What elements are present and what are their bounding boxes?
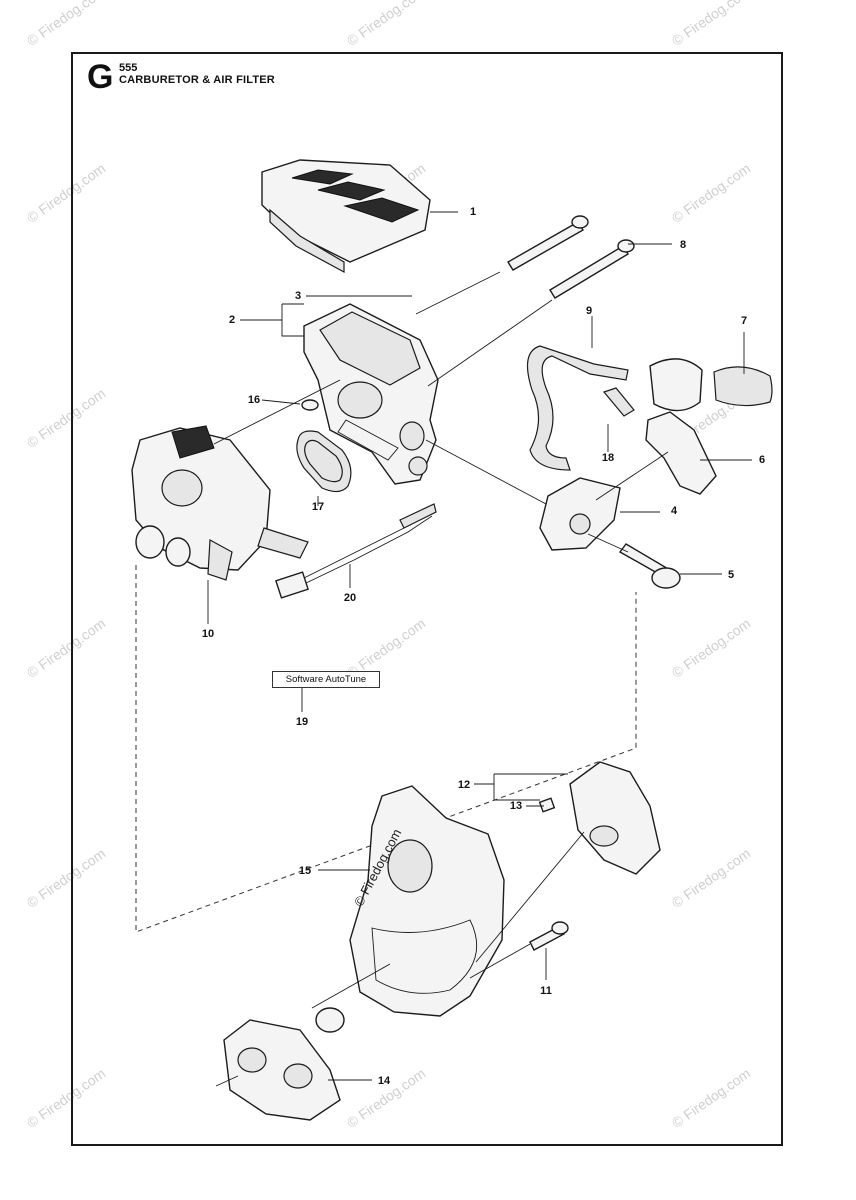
callout-9: 9 xyxy=(585,305,593,317)
model-number: 555 xyxy=(119,62,138,74)
mounting-bracket-part xyxy=(569,761,661,875)
callout-18: 18 xyxy=(601,452,615,464)
bolt-part xyxy=(529,921,569,951)
callout-20: 20 xyxy=(343,592,357,604)
leader-lines xyxy=(207,211,752,1087)
callout-3: 3 xyxy=(294,290,302,302)
callout-8: 8 xyxy=(679,239,687,251)
primer-bulb-part xyxy=(649,358,773,412)
callout-5: 5 xyxy=(727,569,735,581)
callout-17: 17 xyxy=(311,501,325,513)
callout-6: 6 xyxy=(758,454,766,466)
hose-part xyxy=(602,387,635,417)
callout-19: 19 xyxy=(295,716,309,728)
callout-16: 16 xyxy=(247,394,261,406)
callout-13: 13 xyxy=(509,800,523,812)
callout-11: 11 xyxy=(540,985,552,997)
software-autotune-label: Software AutoTune xyxy=(272,671,380,688)
callout-7: 7 xyxy=(740,315,748,327)
callout-12: 12 xyxy=(457,779,471,791)
cover-plate-part xyxy=(349,785,505,1017)
callout-14: 14 xyxy=(377,1075,391,1087)
air-filter-cover-part xyxy=(261,159,431,274)
washer-part xyxy=(301,399,319,411)
carburetor-part xyxy=(131,425,309,581)
bracket-part xyxy=(645,411,717,495)
cable-part xyxy=(275,503,437,599)
screw-part xyxy=(618,543,681,589)
diagram-frame xyxy=(71,52,783,1146)
choke-plate-part xyxy=(539,477,621,551)
clip-part xyxy=(538,797,556,813)
gasket-part xyxy=(296,430,352,493)
section-title: CARBURETOR & AIR FILTER xyxy=(119,74,275,86)
bolt-part xyxy=(507,215,635,299)
callout-1: 1 xyxy=(469,206,477,218)
callout-2: 2 xyxy=(228,314,236,326)
fuel-hose-part xyxy=(526,345,629,471)
section-letter: G xyxy=(87,58,114,96)
callout-4: 4 xyxy=(670,505,678,517)
callout-10: 10 xyxy=(201,628,215,640)
callout-15: 15 xyxy=(298,865,312,877)
intake-manifold-part xyxy=(223,1007,345,1121)
carburetor-housing-part xyxy=(303,303,439,485)
